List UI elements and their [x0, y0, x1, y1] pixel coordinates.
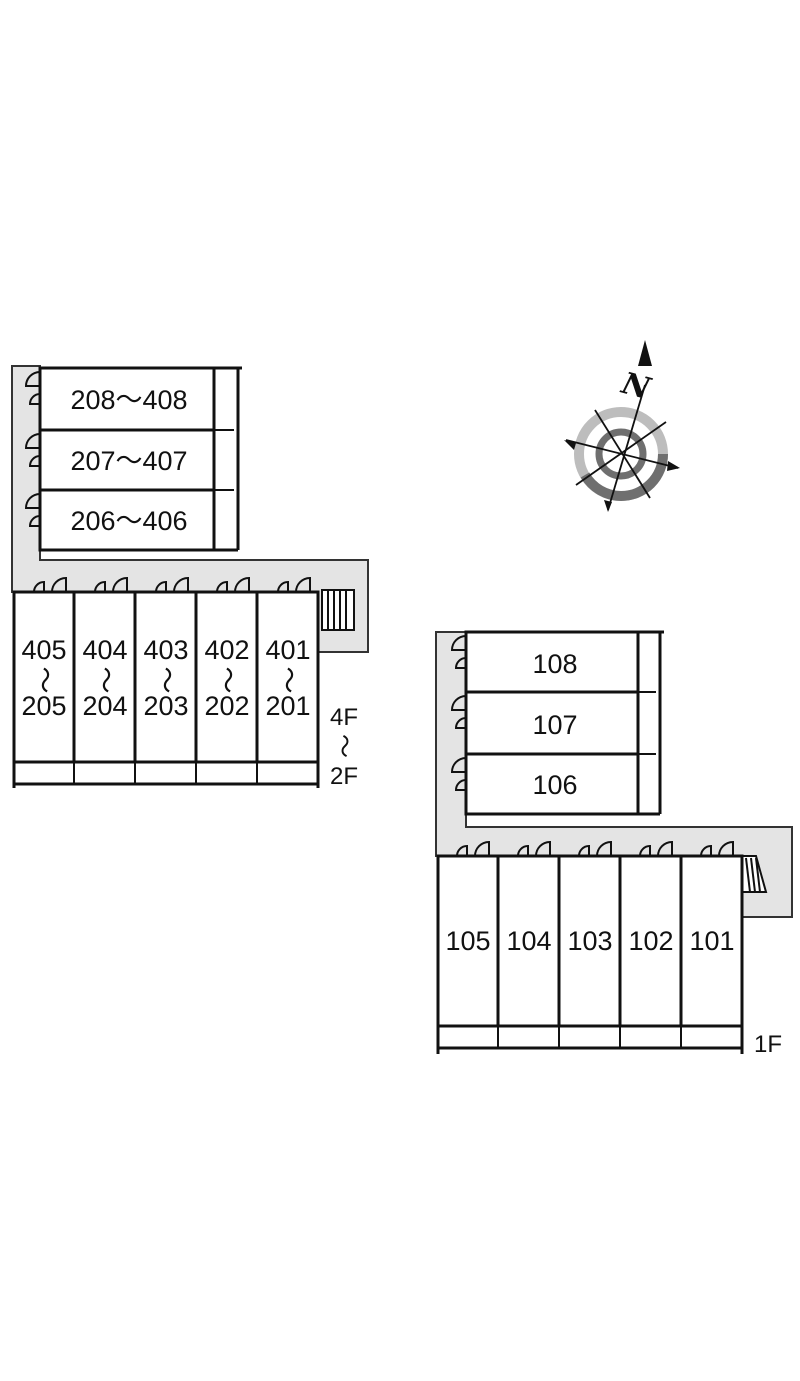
unit-label: 104: [506, 926, 551, 956]
upper-front-labels: 405 ～ 205 404 ～ 204 403 ～ 203 402 ～ 202 …: [21, 635, 310, 721]
unit-room: [38, 428, 216, 492]
unit-label-top: 403: [143, 635, 188, 665]
upper-stairs-icon: [321, 589, 355, 631]
unit-room: [38, 488, 216, 552]
upper-block: 208～408 207～407 206～406: [11, 365, 369, 790]
compass-north-label: N: [617, 366, 655, 408]
unit-label-top: 404: [82, 635, 127, 665]
unit-room: [464, 752, 640, 816]
unit-label-bottom: 202: [204, 691, 249, 721]
floor-label-sep: ～: [330, 734, 357, 758]
unit-label-bottom: 201: [265, 691, 310, 721]
lower-block: 108 107 106: [435, 630, 793, 1058]
lower-side-units: [464, 630, 664, 816]
unit-label-bottom: 205: [21, 691, 66, 721]
unit-label-sep: ～: [90, 667, 120, 694]
unit-label-top: 401: [265, 635, 310, 665]
unit-label: 107: [532, 710, 577, 740]
floor-label: 1F: [754, 1031, 782, 1058]
floor-label-top: 4F: [330, 704, 358, 731]
unit-label: 105: [445, 926, 490, 956]
unit-room: [464, 690, 640, 756]
unit-label-sep: ～: [273, 667, 303, 694]
lower-front-doors: [456, 840, 734, 857]
lower-front-units: [436, 854, 744, 1054]
unit-room: [133, 590, 198, 764]
unit-label: 102: [628, 926, 673, 956]
unit-label: 207～407: [70, 446, 187, 476]
unit-label: 208～408: [70, 385, 187, 415]
upper-front-doors: [33, 576, 311, 593]
compass-icon: N: [564, 340, 680, 512]
unit-label-sep: ～: [151, 667, 181, 694]
unit-room: [194, 590, 259, 764]
unit-room: [255, 590, 320, 764]
unit-label: 206～406: [70, 506, 187, 536]
unit-label-sep: ～: [212, 667, 242, 694]
unit-label: 106: [532, 770, 577, 800]
unit-label-bottom: 204: [82, 691, 127, 721]
unit-label-top: 405: [21, 635, 66, 665]
upper-floor-label: 4F ～ 2F: [330, 704, 358, 790]
unit-label: 108: [532, 649, 577, 679]
unit-label: 101: [689, 926, 734, 956]
unit-label-bottom: 203: [143, 691, 188, 721]
lower-front-labels: 105 104 103 102 101: [445, 926, 734, 956]
upper-side-units: [38, 366, 242, 552]
unit-label-sep: ～: [29, 667, 59, 694]
unit-room: [464, 630, 640, 694]
unit-label: 103: [567, 926, 612, 956]
lower-side-doors: [450, 635, 467, 791]
upper-side-doors: [24, 371, 41, 527]
floor-label-bottom: 2F: [330, 763, 358, 790]
unit-label-top: 402: [204, 635, 249, 665]
